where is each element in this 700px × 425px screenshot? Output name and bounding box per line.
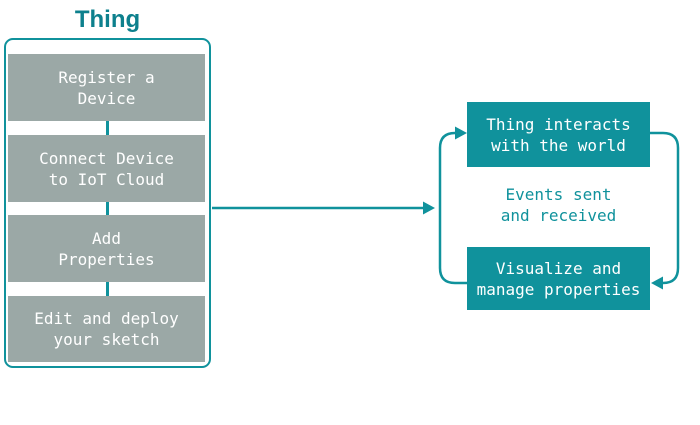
cycle-up-arrow-icon xyxy=(438,126,467,285)
cycle-label-line: and received xyxy=(500,206,617,225)
cycle-box-line: Visualize and xyxy=(495,258,622,278)
step-connect-device: Connect Device to IoT Cloud xyxy=(8,135,205,202)
cycle-box-line: Thing interacts xyxy=(486,114,631,134)
flow-to-cycle-arrow-icon xyxy=(212,201,435,215)
step-add-properties: Add Properties xyxy=(8,215,205,282)
step-line: your sketch xyxy=(53,330,160,349)
cycle-label-line: Events sent xyxy=(505,185,612,204)
cycle-box-visualize-manage: Visualize and manage properties xyxy=(467,247,650,310)
step-connector xyxy=(106,282,109,296)
step-line: Connect Device xyxy=(39,148,174,168)
step-edit-deploy-sketch: Edit and deploy your sketch xyxy=(8,296,205,362)
step-line: Edit and deploy xyxy=(34,309,179,328)
step-connector xyxy=(106,121,109,135)
step-register-device: Register a Device xyxy=(8,54,205,121)
cycle-box-thing-interacts: Thing interacts with the world xyxy=(467,102,650,167)
step-line: Register a xyxy=(58,67,155,87)
thing-panel-title: Thing xyxy=(74,6,141,33)
step-line: to IoT Cloud xyxy=(48,169,165,189)
step-line: Properties xyxy=(58,249,155,269)
cycle-label-events: Events sent and received xyxy=(467,184,650,226)
step-line: Add xyxy=(92,228,121,248)
step-connector xyxy=(106,202,109,215)
cycle-box-line: with the world xyxy=(491,135,626,155)
cycle-down-arrow-icon xyxy=(650,131,680,290)
step-line: Device xyxy=(77,88,136,108)
cycle-box-line: manage properties xyxy=(476,279,641,299)
